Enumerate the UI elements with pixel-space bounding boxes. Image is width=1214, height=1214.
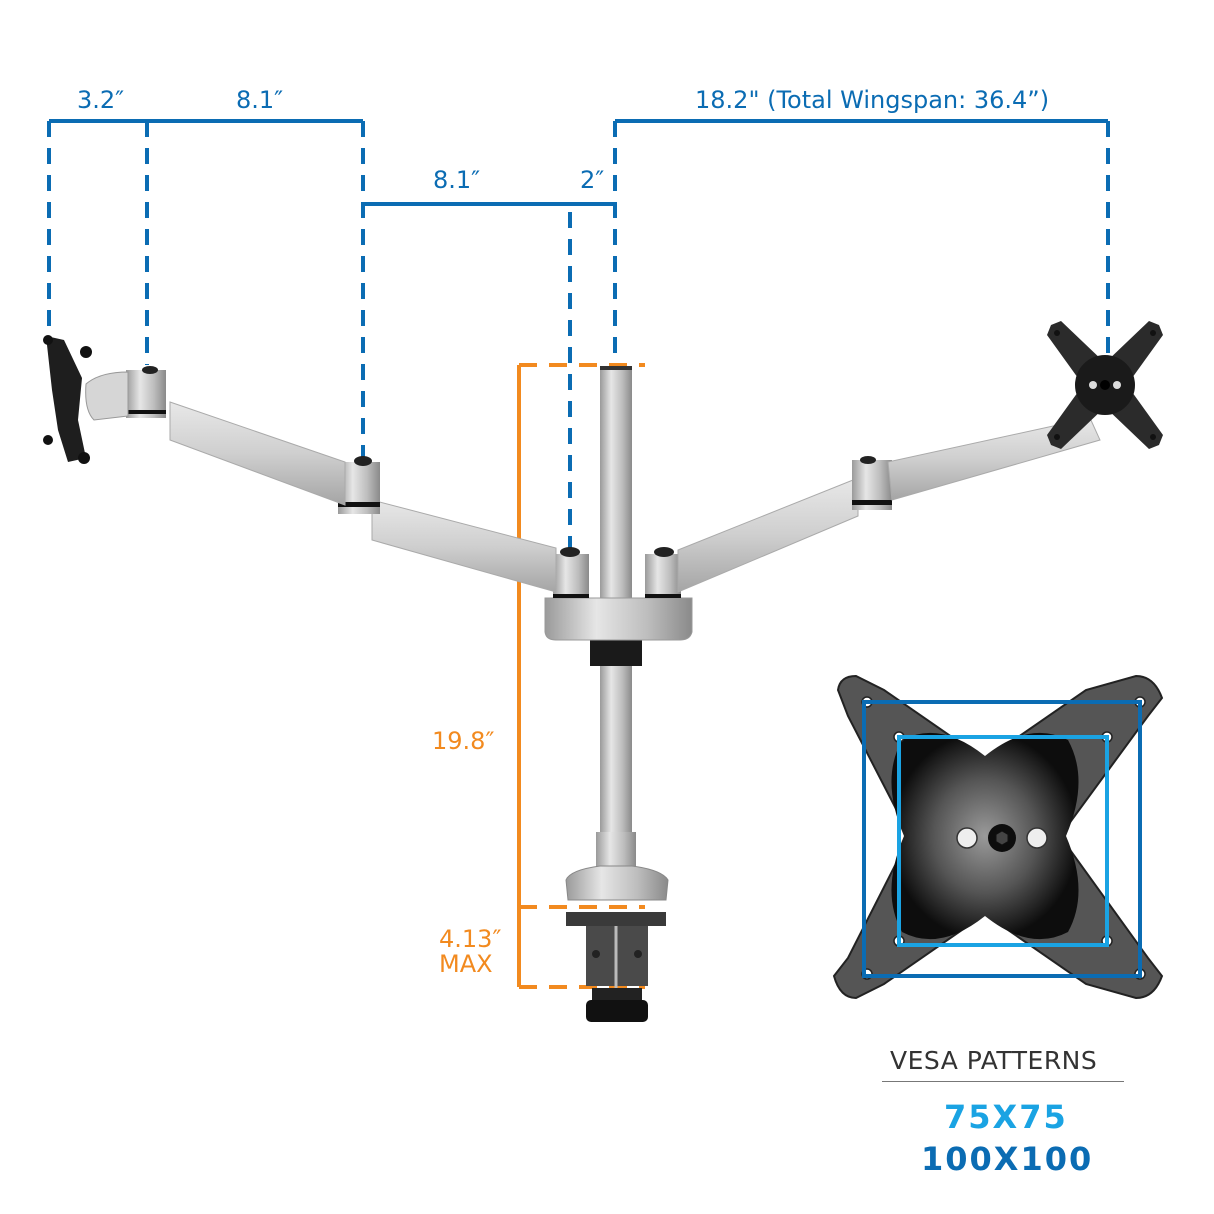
vesa-pattern-75: 75X75 [944,1098,1068,1136]
left-arm [43,335,557,593]
dimension-lines-orange [517,363,645,989]
dim-label-clamp-thickness: 4.13″ [439,925,502,953]
vesa-plate-detail [832,674,1164,1000]
dim-label-clamp-max: MAX [439,950,493,978]
vesa-pattern-100: 100X100 [921,1140,1094,1178]
right-vesa-plate [1047,321,1163,449]
dimension-lines-blue [47,119,1110,548]
dim-label-pole-height: 19.8″ [432,727,495,755]
dim-label-left-ext-2: 8.1″ [236,86,284,114]
vesa-patterns-title: VESA PATTERNS [890,1046,1098,1075]
vesa-75-outline [897,735,1109,947]
dim-label-left-ext-1: 3.2″ [77,86,125,114]
dim-label-inner-arm: 8.1″ [433,166,481,194]
dim-label-pole-offset: 2″ [580,166,605,194]
vesa-100-outline [862,700,1142,978]
vesa-title-divider [882,1081,1124,1082]
dim-label-right-reach: 18.2" (Total Wingspan: 36.4”) [695,86,1050,114]
right-arm [677,321,1163,593]
arm-hub [544,547,693,641]
desk-clamp [566,912,666,1022]
